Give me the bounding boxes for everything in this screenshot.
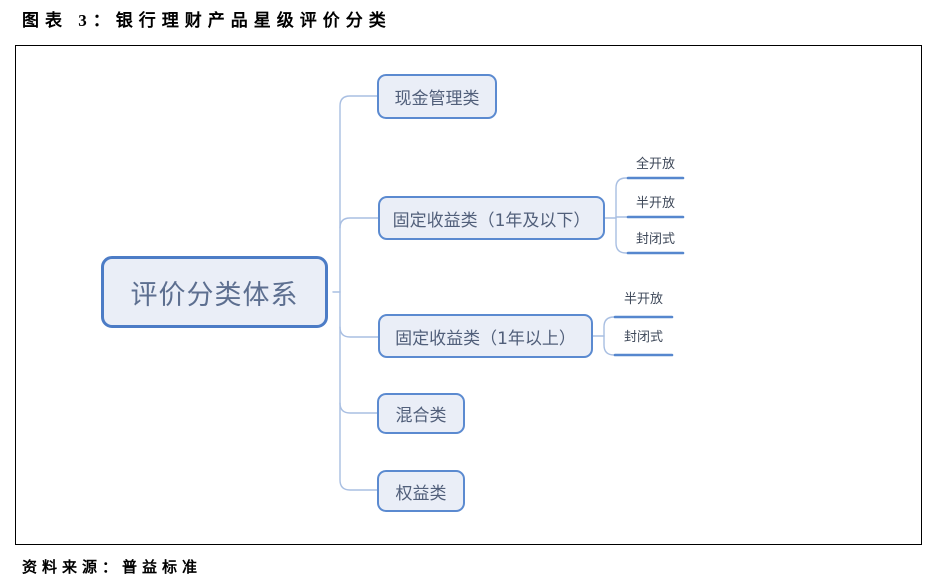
data-source-note: 资料来源：普益标准	[22, 560, 203, 576]
node-equity: 权益类	[377, 470, 465, 512]
node-root: 评价分类体系	[101, 256, 328, 328]
node-mixed: 混合类	[377, 393, 465, 434]
leaf-semi-open-2: 半开放	[623, 292, 663, 307]
leaf-closed: 封闭式	[635, 232, 675, 247]
leaf-fully-open: 全开放	[635, 157, 675, 172]
node-cash-management: 现金管理类	[377, 74, 497, 119]
figure-title: 图表 3：银行理财产品星级评价分类	[22, 11, 392, 30]
node-fixed-income-over-1y: 固定收益类（1年以上）	[378, 314, 593, 358]
leaf-closed-2: 封闭式	[623, 330, 663, 345]
node-fixed-income-under-1y: 固定收益类（1年及以下）	[378, 196, 605, 240]
leaf-semi-open: 半开放	[635, 196, 675, 211]
